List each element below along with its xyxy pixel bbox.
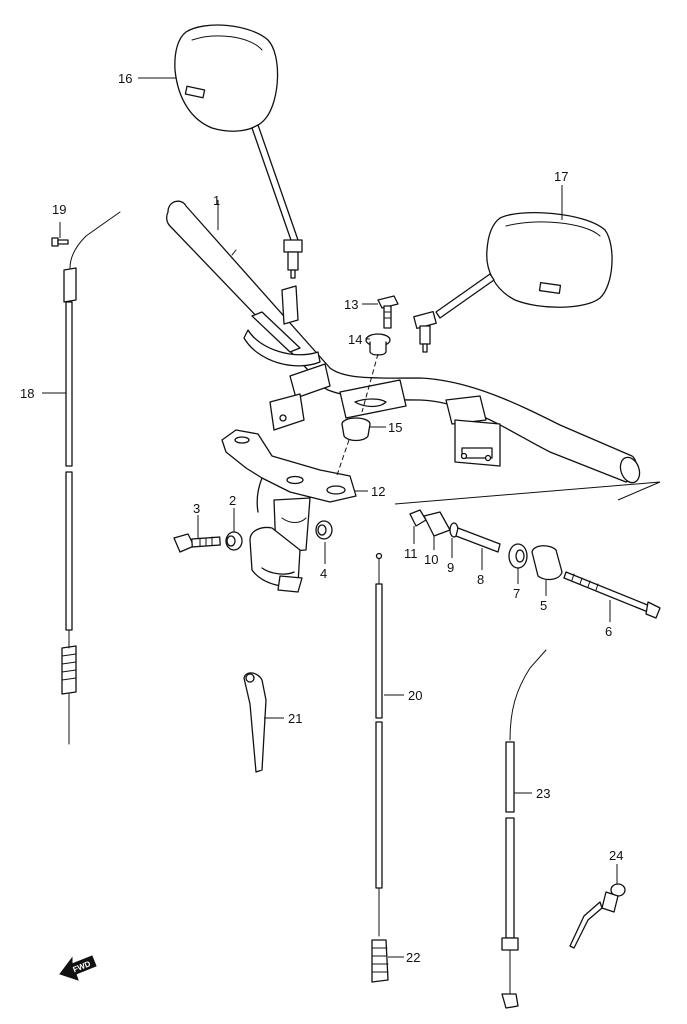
part-12-handlebar-holder[interactable]: [221, 429, 357, 503]
callout-7: 7: [513, 586, 520, 601]
part-4-cushion[interactable]: [315, 520, 333, 540]
part-10-rubber-cushion[interactable]: [423, 511, 451, 537]
handlebar-mount-bracket: [243, 285, 501, 467]
part-18-throttle-cable[interactable]: [61, 211, 121, 745]
part-6-balancer-screw[interactable]: [563, 571, 661, 619]
callout-4: 4: [320, 566, 327, 581]
part-24-lever-bracket[interactable]: [569, 883, 626, 949]
callout-8: 8: [477, 572, 484, 587]
part-5-balancer[interactable]: [531, 545, 563, 581]
part-15-cushion[interactable]: [341, 417, 371, 442]
callout-23: 23: [536, 786, 550, 801]
part-17-right-mirror[interactable]: [413, 211, 613, 353]
part-2-collar[interactable]: [225, 531, 243, 551]
callout-labels: 1 2 3 4 5 6 7 8 9 10 11 12 13 14 15 16 1…: [20, 71, 623, 965]
forward-arrow-icon: FWD: [59, 955, 97, 981]
part-22-boot[interactable]: [371, 939, 389, 983]
part-19-screw[interactable]: [51, 237, 69, 247]
callout-12: 12: [371, 484, 385, 499]
callout-11: 11: [404, 546, 418, 561]
callout-9: 9: [447, 560, 454, 575]
callout-16: 16: [118, 71, 132, 86]
part-21-clamp[interactable]: [243, 672, 267, 773]
leader-lines: [42, 77, 661, 958]
callout-13: 13: [344, 297, 358, 312]
part-8-spacer-pipe[interactable]: [455, 527, 501, 553]
callout-1: 1: [213, 193, 220, 208]
callout-17: 17: [554, 169, 568, 184]
callout-14: 14: [348, 332, 362, 347]
callout-15: 15: [388, 420, 402, 435]
callout-19: 19: [52, 202, 66, 217]
part-16-left-mirror[interactable]: [174, 24, 303, 279]
callout-24: 24: [609, 848, 623, 863]
callout-2: 2: [229, 493, 236, 508]
part-3-holder-bolt[interactable]: [173, 533, 221, 553]
callout-21: 21: [288, 711, 302, 726]
part-11-nut[interactable]: [409, 509, 427, 527]
part-13-bolt[interactable]: [377, 295, 399, 329]
callout-18: 18: [20, 386, 34, 401]
part-7-cushion[interactable]: [508, 543, 528, 569]
callout-5: 5: [540, 598, 547, 613]
part-20-cable[interactable]: [375, 552, 383, 937]
callout-22: 22: [406, 950, 420, 965]
callout-20: 20: [408, 688, 422, 703]
part-23-clutch-cable[interactable]: [501, 649, 547, 1009]
callout-3: 3: [193, 501, 200, 516]
callout-10: 10: [424, 552, 438, 567]
callout-6: 6: [605, 624, 612, 639]
part-14-cushion-washer[interactable]: [365, 333, 391, 356]
handlebar-lower-clamp: [249, 477, 311, 593]
